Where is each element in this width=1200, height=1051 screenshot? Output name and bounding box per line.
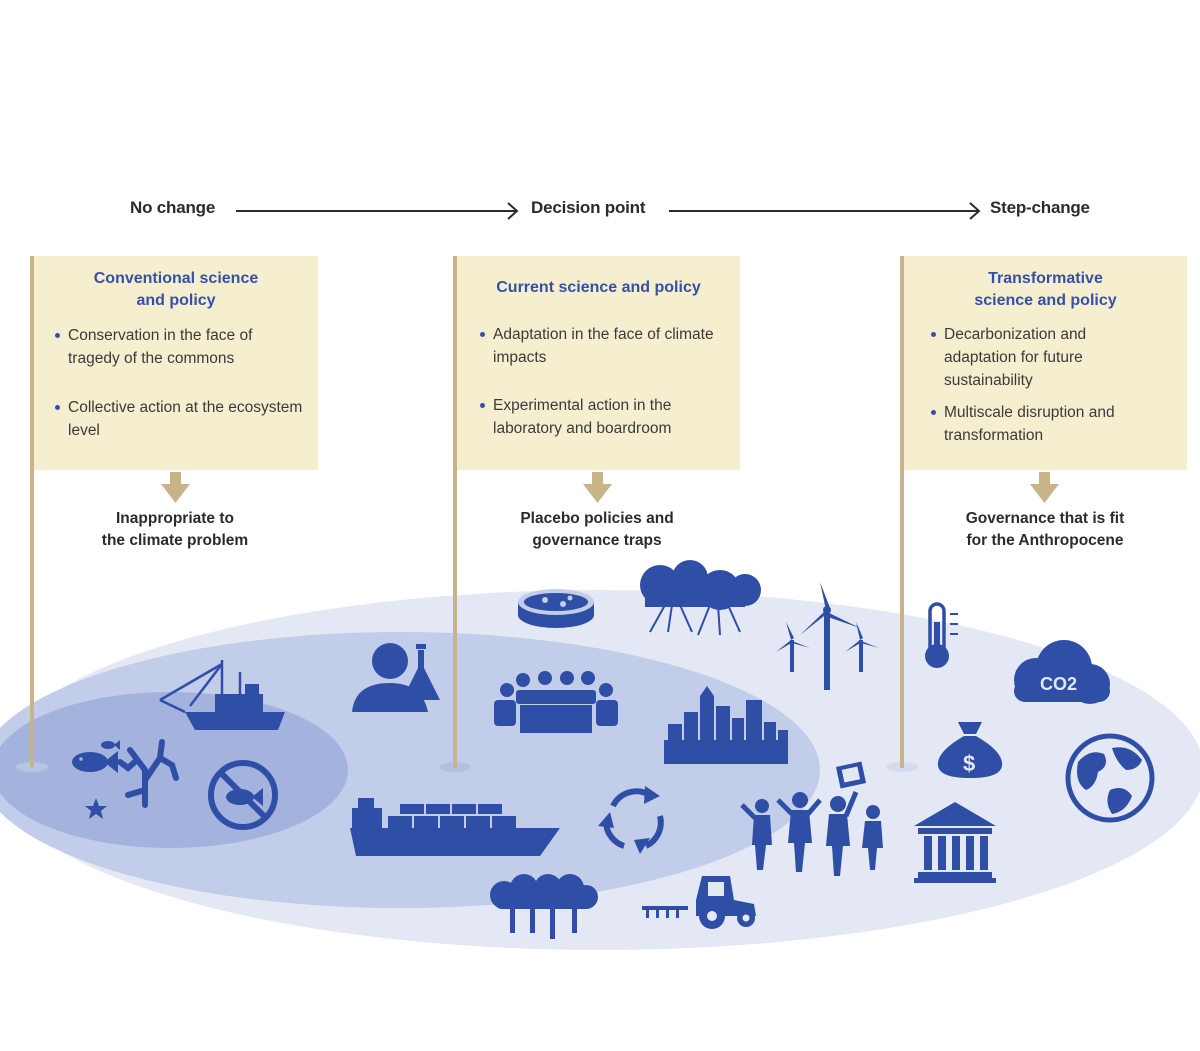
down-arrow-3 [1030, 472, 1059, 503]
panel-title: Transformative science and policy [974, 270, 1117, 309]
mangrove-icon [640, 560, 761, 636]
panel-bullet: Adaptation in the face of climate impact… [479, 323, 719, 369]
pole-1 [30, 256, 34, 768]
down-arrow-2 [583, 472, 612, 503]
coral-icon [117, 739, 179, 808]
panel-bullet: Conservation in the face of tragedy of t… [54, 324, 304, 370]
panel-conventional: Conventional science and policy Conserva… [34, 256, 318, 470]
forest-icon [490, 874, 598, 939]
outcome-conventional: Inappropriate to the climate problem [101, 510, 249, 549]
panel-bullet: Decarbonization and adaptation for futur… [930, 323, 1145, 392]
down-arrow-1 [161, 472, 190, 503]
container-ship-icon [350, 798, 560, 856]
wind-turbines-icon [776, 582, 879, 690]
timeline-start-label: No change [130, 198, 216, 217]
co2-label: CO2 [1040, 674, 1077, 694]
panel-title: Conventional science and policy [93, 270, 259, 309]
timeline-middle-label: Decision point [531, 198, 646, 217]
panel-title: Current science and policy [496, 279, 701, 296]
fishing-boat-icon [159, 660, 285, 730]
protesters-icon [740, 761, 883, 876]
no-fishing-icon [208, 760, 278, 830]
fish-icon [72, 740, 120, 773]
tractor-icon [642, 876, 756, 929]
timeline-arrow-1 [236, 202, 519, 220]
pole-3 [900, 256, 904, 768]
thermometer-icon [925, 602, 958, 668]
panel-bullet: Experimental action in the laboratory an… [479, 394, 724, 440]
money-bag-icon [937, 722, 1003, 778]
panel-current: Current science and policy Adaptation in… [457, 256, 740, 470]
money-bag-label: $ [963, 751, 975, 776]
scientist-icon [352, 643, 440, 712]
government-building-icon [914, 802, 996, 883]
outcome-current: Placebo policies and governance traps [520, 510, 674, 549]
petri-dish-icon [518, 589, 594, 628]
panel-bullet: Collective action at the ecosystem level [54, 396, 304, 442]
meeting-icon [494, 671, 618, 733]
city-skyline-icon [664, 686, 788, 764]
globe-icon [1065, 733, 1155, 823]
outcome-transformative: Governance that is fit for the Anthropoc… [965, 510, 1125, 549]
panel-transformative: Transformative science and policy Decarb… [904, 256, 1187, 470]
co2-cloud-icon [1014, 640, 1110, 704]
starfish-icon [85, 798, 107, 819]
pole-2 [453, 256, 457, 768]
panel-bullet: Multiscale disruption and transformation [930, 401, 1180, 447]
timeline-end-label: Step-change [990, 198, 1090, 217]
recycle-arrowheads [598, 786, 660, 854]
timeline-arrow-2 [669, 202, 981, 220]
